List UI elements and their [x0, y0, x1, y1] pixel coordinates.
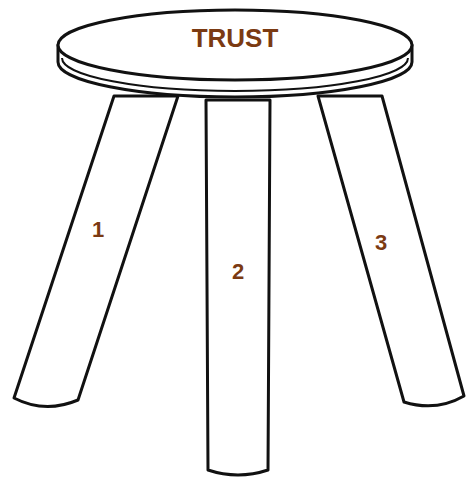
stool-seat-stroke: [58, 10, 412, 80]
stool-leg-outline: [10, 92, 182, 414]
stool-leg-stroke: [206, 100, 270, 475]
stool-leg: 2: [202, 96, 274, 478]
stool-seat-outline: [52, 6, 418, 102]
stool-leg-stroke: [14, 96, 178, 407]
stool-seat: TRUST: [52, 6, 418, 102]
stool-leg-outline: [202, 96, 274, 478]
stool-leg-outline: [314, 92, 470, 412]
stool-leg: 3: [314, 92, 470, 412]
leg-number: 1: [92, 219, 104, 241]
leg-number: 3: [375, 232, 387, 254]
leg-number: 2: [232, 261, 244, 283]
seat-label: TRUST: [192, 25, 279, 51]
stool-leg: 1: [10, 92, 182, 414]
stool-leg-stroke: [318, 96, 464, 406]
